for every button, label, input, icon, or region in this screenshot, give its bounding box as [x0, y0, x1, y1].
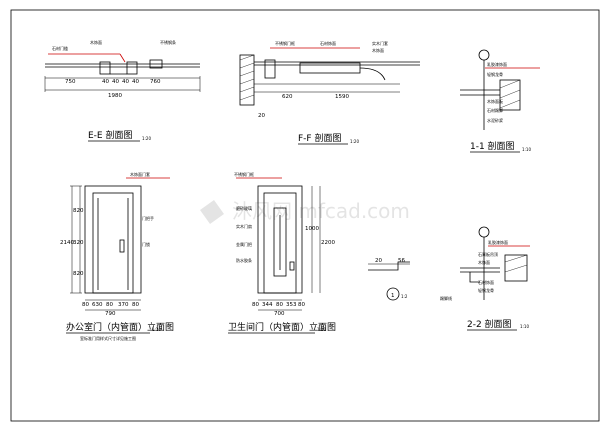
- wc-dim-b3: 80: [276, 302, 283, 308]
- ff-note-3: 实木门套: [372, 40, 388, 46]
- office-dim-side-1: 820: [73, 208, 84, 214]
- s11-note-3: 木饰面板: [487, 98, 503, 104]
- s11-note-5: 水泥砂浆: [487, 117, 503, 123]
- detail-callout: 1: [391, 293, 395, 299]
- ee-section: 石材门槛 木饰面 不锈钢条 750 40 40 40 40 760 1980 E…: [44, 39, 201, 142]
- detail-1: 20 56 1 1:2: [368, 258, 410, 301]
- ff-dim-2: 620: [282, 94, 293, 100]
- ee-dim-5: 40: [132, 79, 139, 85]
- s11-scale: 1:10: [522, 147, 531, 152]
- wc-dim-side-1: 1000: [305, 226, 319, 232]
- office-scale: 1:20: [152, 327, 161, 332]
- wc-dim-side-total: 2200: [321, 240, 335, 246]
- ff-note-2: 石材饰面: [320, 40, 336, 46]
- ee-scale: 1:20: [142, 136, 151, 141]
- wc-note-2: 磨砂玻璃: [236, 205, 252, 211]
- s22-note-4: 石材饰面: [478, 279, 494, 285]
- wc-note-3: 实木门扇: [236, 223, 252, 229]
- ff-note-1: 不锈钢门框: [275, 40, 295, 46]
- office-note-2: 门把手: [142, 215, 154, 221]
- s22-note-6: 踢脚线: [440, 295, 452, 301]
- office-dim-side-2: 320: [73, 240, 84, 246]
- s11-section: 乳胶漆饰面 轻钢龙骨 木饰面板 石材踢脚 水泥砂浆 1-1 剖面图 1:10: [460, 49, 540, 153]
- watermark: 沐风网 mfcad.com: [200, 199, 410, 224]
- detail-callout-scale: 1:2: [401, 294, 408, 299]
- ee-dim-1: 750: [65, 79, 76, 85]
- s22-note-5: 轻钢龙骨: [478, 287, 494, 293]
- wc-note-4: 金属门把: [236, 241, 252, 247]
- ff-title: F-F 剖面图: [298, 132, 341, 144]
- s11-note-4: 石材踢脚: [487, 107, 503, 113]
- office-dim-b4: 370: [118, 302, 129, 308]
- s22-note-2: 石膏板吊顶: [478, 251, 498, 257]
- wc-dim-b5: 80: [298, 302, 305, 308]
- s11-note-1: 乳胶漆饰面: [487, 61, 507, 67]
- office-dim-b1: 80: [82, 302, 89, 308]
- ff-dim-1: 20: [258, 113, 265, 119]
- detail-callout-circle: [386, 287, 400, 301]
- wc-dim-total: 700: [274, 311, 285, 317]
- wc-note-5: 防水胶条: [236, 257, 252, 263]
- ee-dim-3: 40: [112, 79, 119, 85]
- office-door-elevation: 2140 820 320 820 木饰面门套 门把手 门锁 80 630 80 …: [60, 171, 174, 341]
- office-note-3: 门锁: [142, 241, 150, 247]
- wc-door-elevation: 2200 1000 不锈钢门框 磨砂玻璃 实木门扇 金属门把 防水胶条 80 3…: [228, 171, 336, 334]
- office-dim-b2: 630: [92, 302, 103, 308]
- ee-title: E-E 剖面图: [88, 129, 132, 141]
- office-dim-side-total: 2140: [60, 240, 74, 246]
- drawing-frame: [10, 9, 600, 422]
- office-dim-b5: 80: [132, 302, 139, 308]
- watermark-text: 沐风网 mfcad.com: [232, 199, 410, 223]
- office-dim-side-3: 820: [73, 271, 84, 277]
- wc-dim-b4: 353: [286, 302, 297, 308]
- s22-scale: 1:10: [520, 324, 529, 329]
- s22-title: 2-2 剖面图: [467, 318, 512, 330]
- ee-dim-6: 760: [150, 79, 161, 85]
- wc-title: 卫生间门（内管面）立面图: [228, 321, 336, 333]
- ee-total: 1980: [108, 93, 122, 99]
- ee-note-3: 不锈钢条: [160, 39, 176, 45]
- s22-note-3: 木饰面: [478, 259, 490, 265]
- ee-note-2: 木饰面: [90, 39, 102, 45]
- office-dim-b3: 80: [106, 302, 113, 308]
- detail-dim-2: 56: [398, 258, 405, 264]
- wc-scale: 1:20: [317, 327, 326, 332]
- ff-note-4: 木饰面: [372, 47, 384, 53]
- office-note-1: 木饰面门套: [130, 171, 150, 177]
- office-dim-total: 790: [105, 311, 116, 317]
- s11-note-2: 轻钢龙骨: [487, 71, 503, 77]
- s22-section: 乳胶漆饰面 石膏板吊顶 木饰面 石材饰面 轻钢龙骨 踢脚线 2-2 剖面图 1:…: [440, 226, 530, 331]
- ee-dim-4: 40: [122, 79, 129, 85]
- office-title: 办公室门（内管面）立面图: [66, 321, 174, 333]
- ff-section: 不锈钢门框 石材饰面 实木门套 木饰面 20 620 1590 F-F 剖面图 …: [239, 40, 420, 145]
- office-subtitle: 室标准门用样式尺寸详见施工图: [80, 335, 136, 341]
- s22-note-1: 乳胶漆饰面: [488, 239, 508, 245]
- ff-dim-3: 1590: [335, 94, 349, 100]
- ff-scale: 1:20: [350, 139, 359, 144]
- wc-dim-b1: 80: [252, 302, 259, 308]
- ee-dim-2: 40: [102, 79, 109, 85]
- detail-dim-1: 20: [375, 258, 382, 264]
- wc-dim-b2: 344: [262, 302, 273, 308]
- ee-note-1: 石材门槛: [52, 45, 68, 51]
- wc-note-1: 不锈钢门框: [234, 171, 254, 177]
- s11-title: 1-1 剖面图: [470, 140, 515, 152]
